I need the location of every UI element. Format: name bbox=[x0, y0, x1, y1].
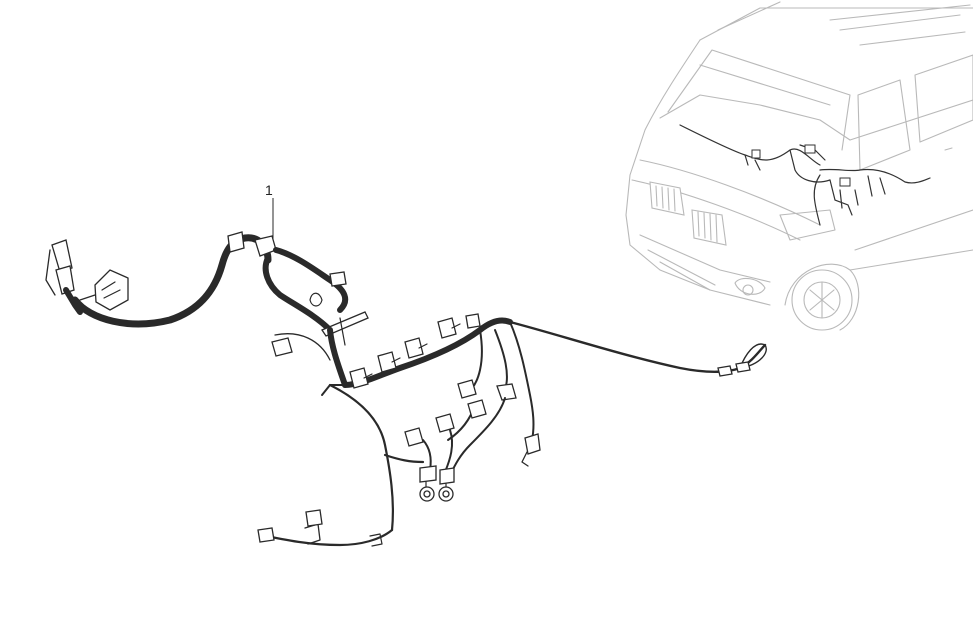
callout-number-1: 1 bbox=[265, 182, 273, 198]
